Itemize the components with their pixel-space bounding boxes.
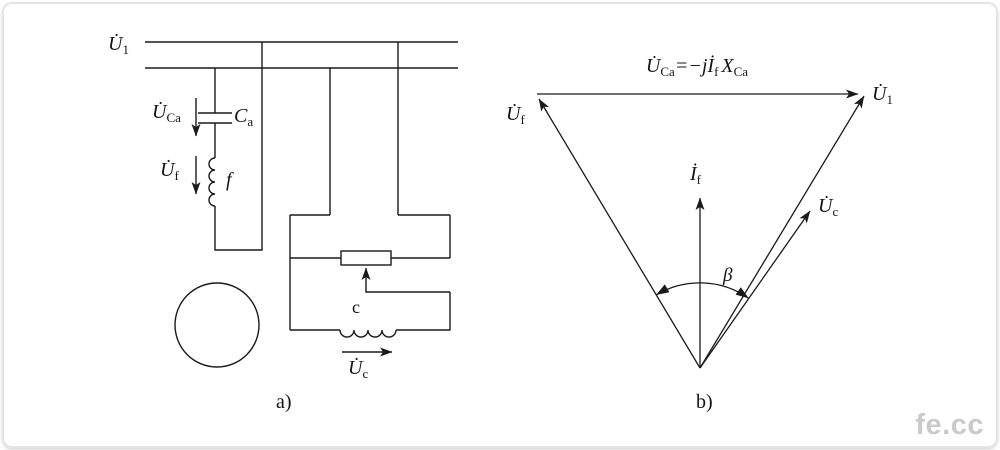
u1-subscript: 1 [122, 42, 129, 57]
label-phasor-u1: U̇1 [872, 84, 893, 106]
phasor-uc-subscript: c [832, 204, 839, 219]
winding-c-text: c [352, 297, 360, 317]
phasor-uc-arrow [699, 210, 811, 369]
label-phasor-uf: U̇f [506, 104, 525, 126]
beta-arc-left-arrowhead-icon [656, 284, 670, 295]
label-phasor-if: İf [690, 164, 701, 186]
potentiometer-body [340, 250, 392, 266]
cap-subscript: a [247, 114, 254, 129]
potentiometer-wiper-arrow-icon [361, 267, 450, 293]
label-u1-supply: U̇1 [108, 34, 129, 56]
phasor-uf-arrow [538, 98, 701, 369]
label-phasor-uc: U̇c [818, 196, 838, 218]
beta-angle-arc [655, 282, 750, 299]
label-winding-c: c [352, 298, 360, 316]
caption-b-text: b) [696, 391, 713, 413]
eq-i: İ [707, 55, 715, 77]
phasor-if-base: İ [690, 163, 697, 185]
label-capacitor-ca: Ca [234, 106, 253, 128]
inductor-f-coil [208, 157, 216, 207]
phasor-u1-subscript: 1 [886, 92, 893, 107]
caption-a: a) [276, 392, 292, 412]
eq-u-sub: Ca [660, 64, 675, 79]
uc-base: U̇ [348, 357, 363, 379]
beta-arc-right-arrowhead-icon [735, 287, 749, 299]
uca-subscript: Ca [166, 110, 181, 125]
label-winding-f: f [226, 170, 232, 190]
u1-base: U̇ [108, 33, 123, 55]
label-uc-voltage: U̇c [348, 358, 368, 380]
cap-base: C [234, 105, 248, 127]
capacitor-branch-wire [214, 42, 263, 251]
beta-text: β [723, 265, 733, 286]
caption-a-text: a) [276, 391, 292, 413]
label-beta-angle: β [723, 266, 732, 285]
eq-x: X [721, 55, 734, 77]
uf-base: U̇ [160, 159, 175, 181]
phasor-u1-arrow [699, 95, 865, 369]
uca-base: U̇ [152, 101, 167, 123]
uc-subscript: c [362, 366, 369, 381]
circuit-diagram [145, 41, 458, 368]
label-uf-voltage: U̇f [160, 160, 179, 182]
phasor-uf-subscript: f [520, 112, 525, 127]
uf-subscript: f [174, 168, 179, 183]
phasor-uf-base: U̇ [506, 103, 521, 125]
eq-mid: =−j [674, 55, 708, 77]
phasor-u1-base: U̇ [872, 83, 887, 105]
caption-b: b) [696, 392, 713, 412]
winding-c-wire [290, 292, 451, 331]
eq-x-sub: Ca [733, 64, 749, 79]
phasor-if-subscript: f [696, 172, 702, 187]
winding-f-text: f [226, 169, 232, 191]
label-uca-voltage: U̇Ca [152, 102, 181, 124]
watermark: fe.cc [915, 409, 984, 441]
phasor-diagram [537, 89, 865, 369]
phasor-uc-base: U̇ [818, 195, 833, 217]
supply-lines [145, 41, 458, 69]
motor-circle [174, 282, 260, 368]
capacitor-plates [198, 112, 232, 124]
control-branch-wire [289, 42, 451, 330]
eq-i-sub: f [714, 64, 719, 79]
winding-c-coil [339, 329, 397, 338]
eq-u: U̇ [645, 55, 661, 77]
